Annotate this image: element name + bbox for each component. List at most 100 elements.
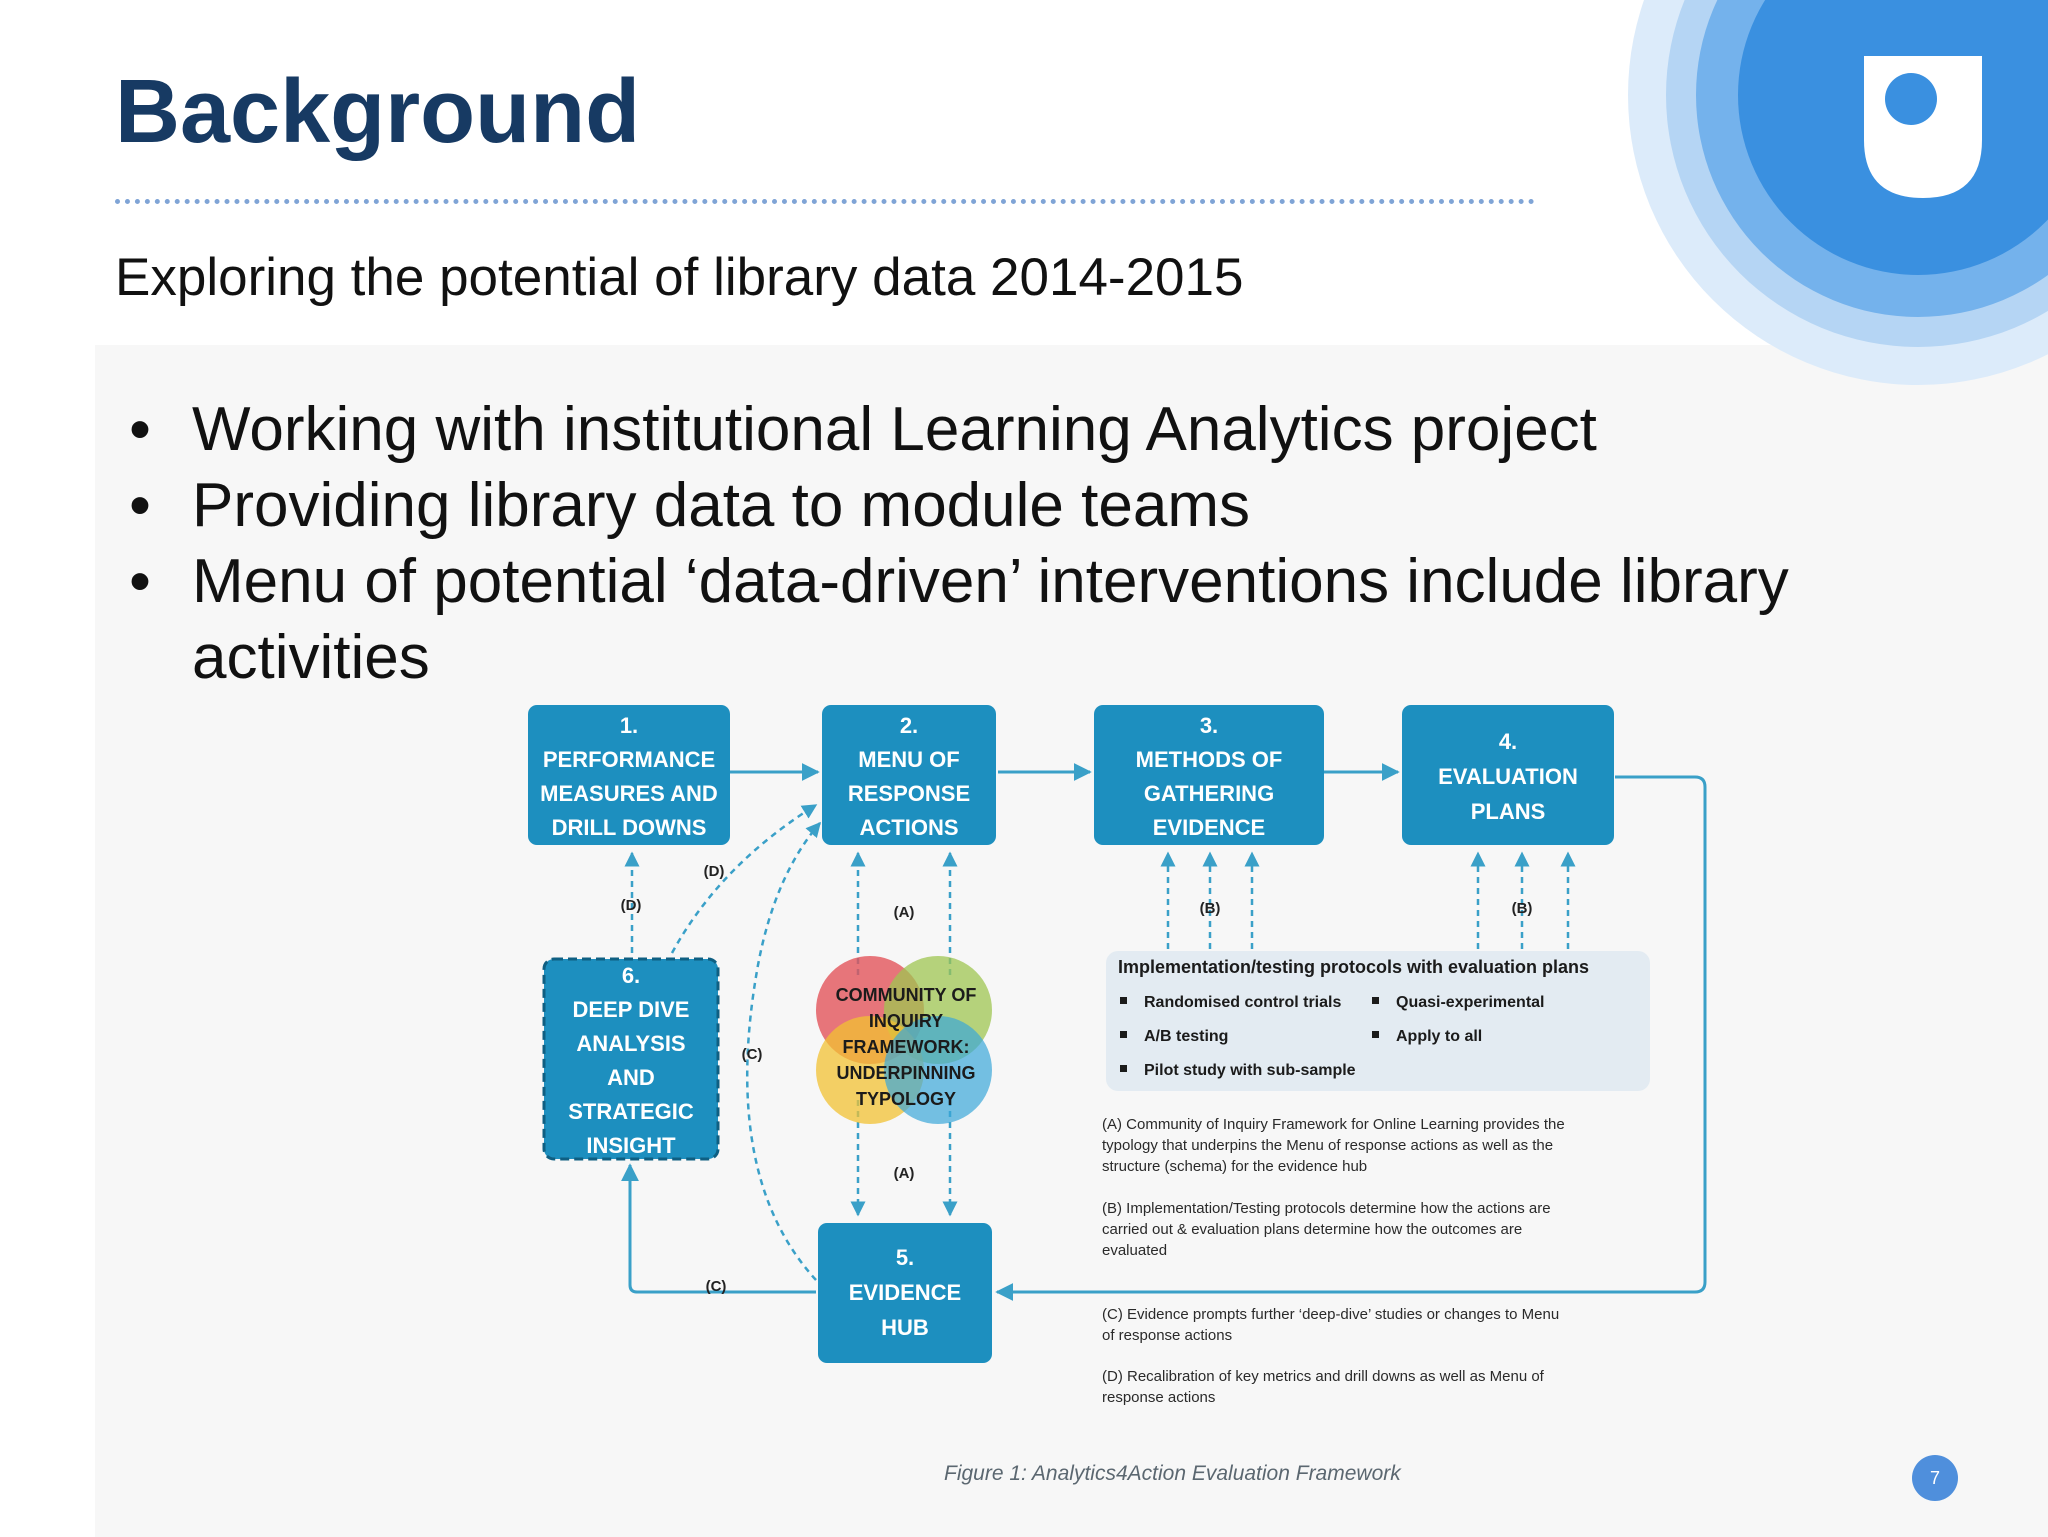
edge-label-b1: (B)	[1200, 900, 1221, 917]
box-bg	[528, 705, 730, 845]
protocols-heading: Implementation/testing protocols with ev…	[1118, 957, 1589, 977]
box-line: PERFORMANCE	[543, 747, 715, 772]
community-of-inquiry-venn: COMMUNITY OF INQUIRY FRAMEWORK: UNDERPIN…	[816, 956, 992, 1124]
bullet-item: • Menu of potential ‘data-driven’ interve…	[120, 544, 1900, 696]
protocol-item: Pilot study with sub-sample	[1144, 1062, 1356, 1079]
bullet-marker: •	[129, 395, 151, 464]
link-5-to-2	[746, 821, 821, 1281]
bullet-square-icon	[1372, 997, 1379, 1004]
edge-label-c1: (C)	[742, 1046, 763, 1063]
box-bg	[542, 957, 720, 1161]
box-bg	[818, 1223, 992, 1363]
box-line: STRATEGIC	[568, 1099, 694, 1124]
box-menu-of-response-actions: 2. MENU OF RESPONSE ACTIONS	[822, 705, 996, 845]
box-line: EVIDENCE	[849, 1280, 961, 1305]
box-line: EVALUATION	[1438, 764, 1578, 789]
evaluation-framework-diagram: (D) (D) (A) (A) (B) (B) (C) (C) 1. PERFO…	[528, 705, 1707, 1485]
bullet-list: • Working with institutional Learning Ana…	[120, 392, 1900, 696]
note-line: structure (schema) for the evidence hub	[1102, 1158, 1367, 1175]
flow-connectors	[621, 763, 1707, 1301]
box-performance-measures: 1. PERFORMANCE MEASURES AND DRILL DOWNS	[528, 705, 730, 845]
box-line: INSIGHT	[586, 1133, 676, 1158]
note-line: of response actions	[1102, 1327, 1232, 1344]
box-line: 4.	[1499, 729, 1517, 754]
box-evaluation-plans: 4. EVALUATION PLANS	[1402, 705, 1614, 845]
edge-label-a1: (A)	[894, 904, 915, 921]
note-line: response actions	[1102, 1389, 1215, 1406]
slide-title: Background	[115, 62, 641, 162]
box-methods-of-gathering-evidence: 3. METHODS OF GATHERING EVIDENCE	[1094, 705, 1324, 845]
box-bg	[1094, 705, 1324, 845]
bullet-item: • Working with institutional Learning Ana…	[120, 392, 1900, 468]
box-line: ACTIONS	[860, 815, 959, 840]
box-line: MENU OF	[858, 747, 959, 772]
box-line: AND	[607, 1065, 655, 1090]
box-line: 2.	[900, 713, 918, 738]
box-line: HUB	[881, 1315, 929, 1340]
box-line: PLANS	[1471, 799, 1546, 824]
protocols-panel: Implementation/testing protocols with ev…	[1106, 951, 1650, 1091]
box-line: ANALYSIS	[576, 1031, 685, 1056]
note-line: (B) Implementation/Testing protocols det…	[1102, 1200, 1551, 1217]
figure-caption: Figure 1: Analytics4Action Evaluation Fr…	[944, 1462, 1402, 1485]
arrow-4-to-5	[995, 775, 1707, 1301]
title-divider	[115, 199, 1535, 204]
bullet-marker: •	[129, 547, 151, 616]
note-line: (A) Community of Inquiry Framework for O…	[1102, 1116, 1565, 1133]
edge-labels: (D) (D) (A) (A) (B) (B) (C) (C)	[621, 863, 1533, 1295]
note-line: (C) Evidence prompts further ‘deep-dive’…	[1102, 1306, 1559, 1323]
box-line: METHODS OF	[1136, 747, 1283, 772]
protocol-item: A/B testing	[1144, 1028, 1228, 1045]
venn-line: TYPOLOGY	[856, 1089, 956, 1109]
venn-line: COMMUNITY OF	[836, 985, 977, 1005]
protocol-item: Apply to all	[1396, 1028, 1482, 1045]
box-line: 6.	[622, 963, 640, 988]
venn-line: INQUIRY	[869, 1011, 943, 1031]
venn-line: FRAMEWORK:	[843, 1037, 970, 1057]
protocol-item: Quasi-experimental	[1396, 994, 1545, 1011]
protocol-item: Randomised control trials	[1144, 994, 1341, 1011]
bullet-square-icon	[1120, 1031, 1127, 1038]
edge-label-c2: (C)	[706, 1278, 727, 1295]
bullet-text: Menu of potential ‘data-driven’ interven…	[192, 547, 1789, 692]
page-number-badge: 7	[1912, 1455, 1958, 1501]
logo-dot-icon	[1885, 73, 1937, 125]
bullet-square-icon	[1120, 997, 1127, 1004]
bullet-text: Working with institutional Learning Anal…	[192, 395, 1597, 464]
note-line: carried out & evaluation plans determine…	[1102, 1221, 1522, 1238]
venn-line: UNDERPINNING	[836, 1063, 975, 1083]
link-6-to-2	[670, 803, 818, 954]
slide-subtitle: Exploring the potential of library data …	[115, 248, 1244, 307]
edge-label-b2: (B)	[1512, 900, 1533, 917]
box-line: 5.	[896, 1245, 914, 1270]
bullet-item: • Providing library data to module teams	[120, 468, 1900, 544]
box-line: RESPONSE	[848, 781, 970, 806]
bullet-square-icon	[1120, 1065, 1127, 1072]
note-line: (D) Recalibration of key metrics and dri…	[1102, 1368, 1545, 1385]
box-line: DEEP DIVE	[573, 997, 690, 1022]
box-line: 1.	[620, 713, 638, 738]
box-deep-dive-analysis: 6. DEEP DIVE ANALYSIS AND STRATEGIC INSI…	[542, 957, 720, 1161]
box-line: 3.	[1200, 713, 1218, 738]
arrow-5-to-6	[621, 1163, 816, 1294]
bullet-square-icon	[1372, 1031, 1379, 1038]
box-line: GATHERING	[1144, 781, 1274, 806]
content-background	[95, 345, 2048, 1537]
box-line: EVIDENCE	[1153, 815, 1265, 840]
box-bg	[822, 705, 996, 845]
panel-bg	[1106, 951, 1650, 1091]
box-bg	[1402, 705, 1614, 845]
bullet-marker: •	[129, 471, 151, 540]
venn-circle-blue	[884, 1016, 992, 1124]
dashed-connectors	[624, 803, 1576, 1281]
box-evidence-hub: 5. EVIDENCE HUB	[818, 1223, 992, 1363]
note-line: evaluated	[1102, 1242, 1167, 1259]
box-line: DRILL DOWNS	[552, 815, 707, 840]
diagram-notes: (A) Community of Inquiry Framework for O…	[1102, 1116, 1565, 1406]
bullet-text: Providing library data to module teams	[192, 471, 1250, 540]
edge-label-d2: (D)	[704, 863, 725, 880]
box-line: MEASURES AND	[540, 781, 718, 806]
university-logo	[1628, 0, 2048, 385]
note-line: typology that underpins the Menu of resp…	[1102, 1137, 1553, 1154]
edge-label-d1: (D)	[621, 897, 642, 914]
